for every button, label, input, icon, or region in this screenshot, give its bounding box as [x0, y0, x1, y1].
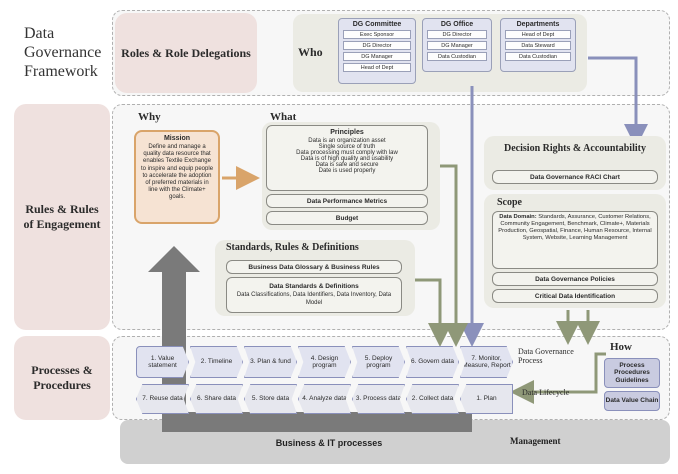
role-tag: DG Manager [343, 52, 411, 61]
rules-label: Rules & Rules of Engagement [14, 104, 110, 330]
glossary-box: Business Data Glossary & Business Rules [226, 260, 402, 274]
role-tag: DG Manager [427, 41, 487, 50]
how-heading: How [610, 341, 632, 353]
business-processes-label: Business & IT processes [275, 438, 383, 448]
lifecycle-step: 3. Process data [352, 384, 405, 414]
principle-item: Data is safe and secure [315, 162, 379, 168]
what-heading: What [270, 111, 297, 123]
who-heading: Who [298, 45, 323, 59]
lifecycle-step: 6. Share data [190, 384, 243, 414]
lifecycle-step: 4. Analyze data [298, 384, 351, 414]
principle-item: Data is of high quality and usability [300, 156, 394, 162]
governance-step: 6. Govern data [406, 346, 459, 378]
principle-item: Data is an organization asset [308, 138, 386, 144]
lifecycle-label: Data Lifecycle [522, 388, 570, 397]
principles-box: Principles Data is an organization asset… [266, 125, 428, 191]
management-label: Management [510, 436, 561, 446]
loop-arrow [162, 272, 472, 432]
mission-box: Mission Define and manage a quality data… [134, 130, 220, 224]
governance-step: 2. Timeline [190, 346, 243, 378]
why-heading: Why [138, 111, 161, 123]
blue-arrow-right [588, 56, 648, 148]
critical-data-box: Critical Data Identification [492, 289, 658, 303]
governance-step: 7. Monitor, Measure, Report [460, 346, 513, 378]
olive-arrow-2 [410, 278, 452, 347]
role-tag: Head of Dept [505, 30, 571, 39]
decision-heading: Decision Rights & Accountability [504, 143, 646, 154]
group-title: DG Office [440, 21, 474, 28]
role-tag: Data Custodian [427, 52, 487, 61]
lifecycle-step: 5. Store data [244, 384, 297, 414]
gov-process-label: Data Governance Process [518, 347, 574, 365]
principle-item: Single source of truth [318, 144, 376, 150]
governance-step: 3. Plan & fund [244, 346, 297, 378]
domain-text: Standards, Assurance, Customer Relations… [498, 214, 652, 242]
principle-item: Data processing must comply with law [296, 150, 398, 156]
dg-committee-group: DG Committee Exec Sponsor DG Director DG… [338, 18, 416, 84]
role-tag: Head of Dept [343, 63, 411, 72]
role-tag: Data Steward [505, 41, 571, 50]
governance-step: 1. Value statement [136, 346, 189, 378]
value-chain-box: Data Value Chain [604, 391, 660, 411]
role-tag: Exec Sponsor [343, 30, 411, 39]
governance-step: 4. Design program [298, 346, 351, 378]
principle-item: Date is used properly [318, 168, 376, 174]
group-title: DG Committee [352, 21, 402, 28]
framework-title: Data Governance Framework [24, 25, 102, 81]
scope-heading: Scope [497, 197, 522, 208]
standards-defs-text: Data Classifications, Data Identifiers, … [236, 292, 392, 306]
lifecycle-step: 2. Collect data [406, 384, 459, 414]
processes-label: Processes & Procedures [14, 336, 110, 420]
lifecycle-step: 7. Reuse data [136, 384, 189, 414]
role-tag: DG Director [427, 30, 487, 39]
roles-label: Roles & Role Delegations [115, 13, 257, 93]
lifecycle-step: 1. Plan [460, 384, 513, 414]
metrics-box: Data Performance Metrics [266, 194, 428, 208]
principles-title: Principles [330, 129, 364, 136]
group-title: Departments [516, 21, 560, 28]
olive-arrow-5 [510, 352, 606, 404]
domain-label: Data Domain: [499, 214, 537, 220]
standards-defs-title: Data Standards & Definitions [269, 283, 359, 291]
dg-office-group: DG Office DG Director DG Manager Data Cu… [422, 18, 492, 72]
data-domain-box: Data Domain: Standards, Assurance, Custo… [492, 211, 658, 269]
raci-box: Data Governance RACI Chart [492, 170, 658, 184]
standards-defs-box: Data Standards & Definitions Data Classi… [226, 277, 402, 313]
role-tag: Data Custodian [505, 52, 571, 61]
standards-heading: Standards, Rules & Definitions [226, 242, 359, 253]
mission-text: Define and manage a quality data resourc… [140, 144, 214, 201]
role-tag: DG Director [343, 41, 411, 50]
policies-box: Data Governance Policies [492, 272, 658, 286]
loop-arrow-head [148, 246, 200, 272]
departments-group: Departments Head of Dept Data Steward Da… [500, 18, 576, 72]
mission-title: Mission [163, 135, 191, 142]
governance-step: 5. Deploy program [352, 346, 405, 378]
budget-box: Budget [266, 211, 428, 225]
guidelines-box: Process Procedures Guidelines [604, 358, 660, 388]
